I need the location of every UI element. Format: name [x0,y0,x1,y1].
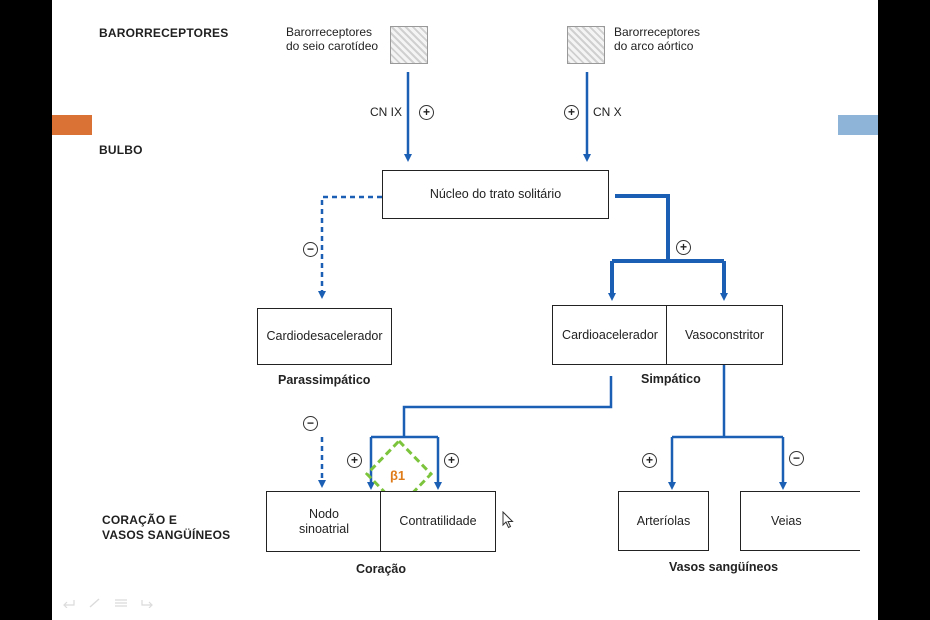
nerve-label-cn-x: CN X [593,105,622,119]
caption-simpatico: Simpático [641,372,701,386]
path-cardioacelerador-to-heart [402,376,613,437]
sign-veias: − [789,451,804,466]
box-cardioacelerador: Cardioacelerador [552,305,668,365]
aortic-label-line-1: Barorreceptores [614,25,701,39]
carotid-receptor-icon [390,26,428,64]
nodo-label-line-2: sinoatrial [298,521,350,536]
aortic-receptor-label: Barorreceptores do arco aórtico [614,25,700,53]
level-label-coracao-vasos: CORAÇÃO E VASOS SANGÜÍNEOS [102,513,230,543]
nodo-label-line-1: Nodo [309,506,339,521]
nerve-label-cn-ix: CN IX [370,105,403,119]
plus-sign-contratilidade: + [444,453,459,468]
slide-toolbar [62,598,154,608]
level-label-bulbo: BULBO [99,143,143,157]
mouse-cursor-icon [502,511,514,529]
beta1-receptor-label: β1 [390,468,406,483]
caption-coracao: Coração [356,562,407,576]
slide: BARORRECEPTORES BULBO CORAÇÃO E VASOS SA… [52,0,878,620]
box-nodo-sinoatrial: Nodo sinoatrial [266,491,382,552]
carotid-label-line-2: do seio carotídeo [286,39,379,53]
blue-tab-marker [838,115,878,135]
plus-sign-nodo: + [347,453,362,468]
box-contratilidade: Contratilidade [380,491,496,552]
level-label-line-1: CORAÇÃO E [102,513,178,527]
plus-sign-sympathetic: + [676,240,691,255]
box-cardiodesacelerador: Cardiodesacelerador [257,308,392,365]
aortic-receptor-icon [567,26,605,64]
orange-tab-marker [52,115,92,135]
forward-arrow-icon[interactable] [140,598,154,608]
back-arrow-icon[interactable] [62,598,76,608]
pen-icon[interactable] [88,598,102,608]
plus-sign-cn-x: + [564,105,579,120]
box-vasoconstritor: Vasoconstritor [666,305,783,365]
caption-vasos-sanguineos: Vasos sangüíneos [669,560,779,574]
dashed-path-to-cardiodesacelerador [318,195,382,299]
path-nucleo-to-sympathetic [615,194,670,261]
level-label-baroreceptores: BARORRECEPTORES [99,26,229,40]
level-label-line-2: VASOS SANGÜÍNEOS [102,528,231,542]
plus-sign-arteriolas: + [642,453,657,468]
box-veias: Veias [740,491,860,551]
carotid-receptor-label: Barorreceptores do seio carotídeo [286,25,378,53]
plus-sign-cn-ix: + [419,105,434,120]
caption-parassimpatico: Parassimpático [278,373,371,387]
menu-icon[interactable] [114,598,128,608]
carotid-label-line-1: Barorreceptores [286,25,373,39]
minus-sign-parasympathetic: − [303,242,318,257]
box-arteriolas: Arteríolas [618,491,709,551]
box-nucleo-trato-solitario: Núcleo do trato solitário [382,170,609,219]
aortic-label-line-2: do arco aórtico [614,39,694,53]
minus-sign-nodo: − [303,416,318,431]
